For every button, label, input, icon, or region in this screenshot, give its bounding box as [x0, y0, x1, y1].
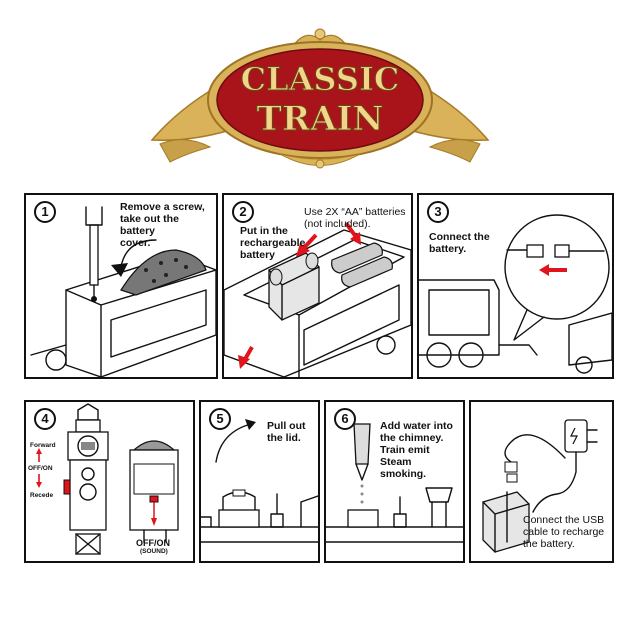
- step-number: 4: [34, 408, 56, 430]
- usb-charger-illustration: [482, 419, 598, 553]
- pull-lid-illustration: [201, 419, 318, 543]
- step-number: 6: [334, 408, 356, 430]
- step-2-note: Use 2X “AA” batteries (not included).: [304, 206, 406, 230]
- tender-screw-illustration: [30, 206, 216, 377]
- step-number: 3: [427, 201, 449, 223]
- title-line1: CLASSIC: [241, 60, 400, 98]
- step-number: 2: [232, 201, 254, 223]
- label-offon-motor: OFF/ON: [28, 465, 53, 472]
- step-number: 1: [34, 201, 56, 223]
- step-number: 5: [209, 408, 231, 430]
- banner-art: CLASSIC TRAIN: [150, 28, 490, 169]
- switches-illustration: [36, 403, 179, 555]
- title-line2: TRAIN: [257, 99, 384, 139]
- battery-compartment-illustration: [224, 221, 411, 377]
- step-3-text: Connect the battery.: [429, 231, 490, 255]
- step-5-text: Pull out the lid.: [267, 420, 306, 444]
- label-forward: Forward: [30, 442, 56, 449]
- step-6-text: Add water into the chimney. Train emit S…: [380, 420, 453, 480]
- usb-step-text: Connect the USB cable to recharge the ba…: [523, 514, 605, 550]
- step-panel-1: 1 Remove a screw, take out the battery c…: [24, 193, 218, 379]
- step-panel-2: 2 Put in the rechargeable battery Use 2X…: [222, 193, 413, 379]
- step-panel-usb: Connect the USB cable to recharge the ba…: [469, 400, 614, 563]
- step-1-text: Remove a screw, take out the battery cov…: [120, 201, 205, 249]
- label-offon-sound: OFF/ON: [136, 538, 170, 548]
- connect-battery-illustration: [419, 214, 612, 374]
- title-banner: CLASSIC TRAIN: [140, 12, 500, 177]
- label-sound: (SOUND): [140, 548, 168, 555]
- step-panel-6: 6 Add water into the chimney. Train emit…: [324, 400, 465, 563]
- step-panel-3: 3 Connect the battery.: [417, 193, 614, 379]
- step-panel-5: 5 Pull out the lid.: [199, 400, 320, 563]
- add-water-illustration: [326, 423, 463, 543]
- step-2-text: Put in the rechargeable battery: [240, 225, 306, 261]
- step-panel-4: 4 Forward OFF/ON Recede OFF/ON (SOUND): [24, 400, 195, 563]
- label-recede: Recede: [30, 492, 54, 499]
